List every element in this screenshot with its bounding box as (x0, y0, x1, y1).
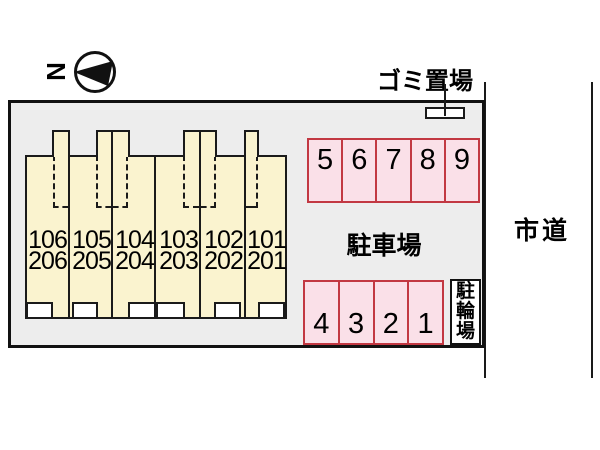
north-arrow-icon (74, 61, 113, 86)
room-number: 206 (28, 247, 68, 275)
room-number: 106 (28, 226, 68, 254)
unit-label-102-202: 102 202 (201, 226, 246, 275)
entrance-box (258, 302, 285, 319)
site-right-boundary-line (484, 82, 486, 378)
road-label: 市道 (513, 217, 570, 245)
parking-space-6: 6 (341, 140, 375, 201)
unit-divider (111, 155, 113, 319)
unit-divider (154, 155, 156, 319)
parking-space-4: 4 (305, 282, 338, 343)
parking-lot-label: 駐車場 (346, 232, 422, 260)
entrance-box (26, 302, 53, 319)
unit-label-104-204: 104 204 (113, 226, 156, 275)
garbage-area-label: ゴミ置場 (377, 68, 473, 95)
room-number: 203 (159, 247, 199, 275)
parking-space-number: 2 (382, 308, 399, 340)
stair-tower-divider (111, 130, 113, 157)
room-number: 102 (204, 226, 244, 254)
room-number: 202 (204, 247, 244, 275)
unit-label-101-201: 101 201 (246, 226, 287, 275)
stair-tower (52, 130, 70, 157)
stairwell-dashed-outline (201, 155, 216, 208)
stairwell-dashed-outline (53, 155, 68, 208)
room-number: 103 (159, 226, 199, 254)
garbage-leader-line (444, 84, 446, 116)
entrance-box (214, 302, 241, 319)
stair-tower (96, 130, 130, 157)
parking-space-number: 1 (417, 308, 434, 340)
stair-tower (244, 130, 259, 157)
parking-space-1: 1 (407, 282, 442, 343)
unit-label-105-205: 105 205 (70, 226, 113, 275)
parking-space-number: 3 (348, 308, 365, 340)
stair-tower-divider (199, 130, 201, 157)
parking-space-7: 7 (375, 140, 409, 201)
parking-row-bottom: 4 3 2 1 (303, 280, 444, 345)
unit-label-103-203: 103 203 (156, 226, 201, 275)
parking-space-9: 9 (443, 140, 478, 201)
parking-space-5: 5 (309, 140, 341, 201)
bicycle-parking-box: 駐 輪 場 (450, 279, 481, 345)
unit-divider (68, 155, 70, 319)
parking-space-number: 5 (317, 144, 334, 176)
parking-space-number: 9 (453, 144, 470, 176)
parking-space-number: 7 (385, 144, 402, 176)
entrance-box (156, 302, 185, 319)
room-number: 101 (247, 226, 287, 254)
room-number: 205 (72, 247, 112, 275)
stairwell-dashed-outline (246, 155, 258, 208)
stairwell-dashed-outline (113, 155, 128, 208)
parking-space-2: 2 (372, 282, 408, 343)
bicycle-label-char: 輪 (455, 301, 475, 322)
stairwell-dashed-outline (96, 155, 111, 208)
parking-space-3: 3 (337, 282, 373, 343)
unit-divider (244, 155, 246, 319)
entrance-box (72, 302, 98, 319)
parking-space-8: 8 (409, 140, 444, 201)
unit-divider (199, 155, 201, 319)
room-number: 105 (72, 226, 112, 254)
room-number: 204 (115, 247, 155, 275)
road-edge-line (591, 82, 593, 378)
parking-row-top: 5 6 7 8 9 (307, 138, 480, 203)
unit-label-106-206: 106 206 (25, 226, 70, 275)
north-letter: N (40, 62, 71, 81)
parking-space-number: 6 (351, 144, 368, 176)
parking-space-number: 4 (313, 308, 330, 340)
bicycle-label-char: 場 (455, 321, 475, 342)
stairwell-dashed-outline (183, 155, 199, 208)
parking-space-number: 8 (419, 144, 436, 176)
entrance-box (128, 302, 156, 319)
room-number: 104 (115, 226, 155, 254)
bicycle-label-char: 駐 (455, 281, 475, 302)
room-number: 201 (247, 247, 287, 275)
